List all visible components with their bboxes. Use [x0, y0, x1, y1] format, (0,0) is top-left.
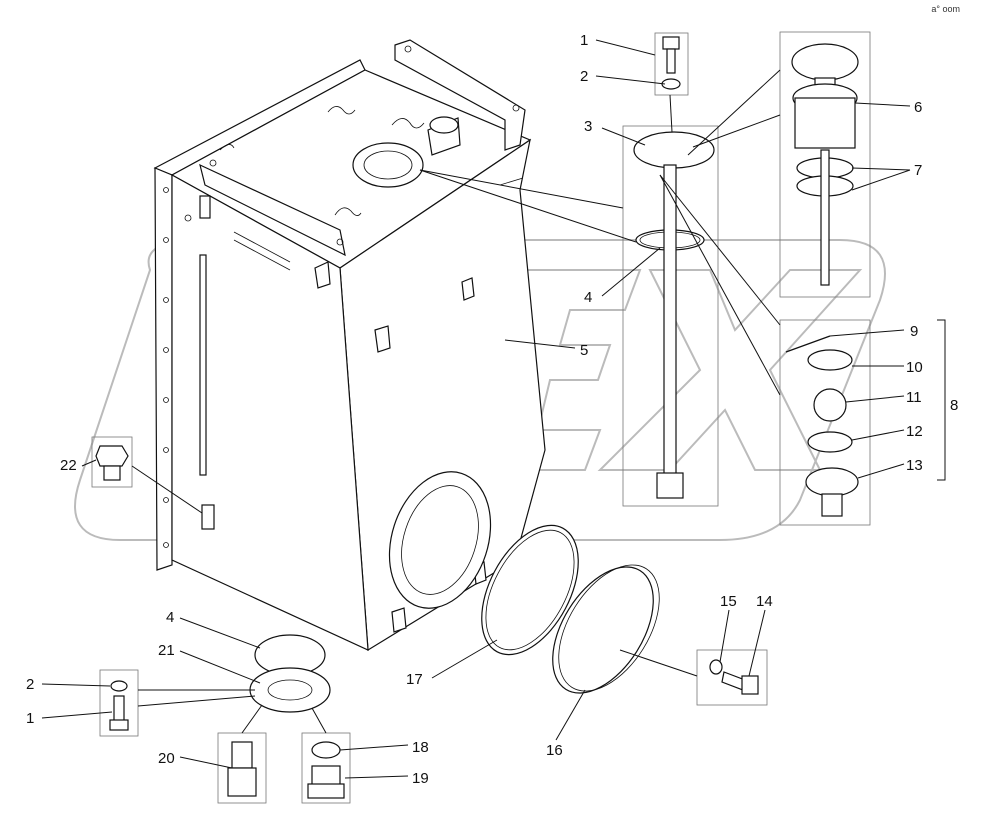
pin-9 — [785, 335, 831, 353]
cover-gasket-17 — [481, 524, 579, 656]
callout-21: 21 — [158, 642, 175, 659]
mesh-11 — [813, 388, 847, 422]
sensor-tube — [663, 164, 677, 476]
callout-4-top: 4 — [584, 289, 592, 306]
callout-16: 16 — [546, 742, 563, 759]
callout-18: 18 — [412, 739, 429, 756]
callout-2-top: 2 — [580, 68, 588, 85]
callout-14: 14 — [756, 593, 773, 610]
fuel-tank-body — [153, 39, 546, 652]
cover-plate-16 — [552, 564, 660, 694]
callout-12: 12 — [906, 423, 923, 440]
corner-watermark-text: a° oom — [931, 4, 960, 14]
callout-11: 11 — [906, 389, 922, 406]
callout-3: 3 — [584, 118, 592, 135]
sensor-flange-3 — [633, 131, 715, 169]
callout-4-bottom: 4 — [166, 609, 174, 626]
callout-17: 17 — [406, 671, 423, 688]
plate-12 — [807, 431, 853, 453]
strainer-box-8 — [779, 319, 871, 526]
callout-2-bottom: 2 — [26, 676, 34, 693]
callout-22: 22 — [60, 457, 77, 474]
sensor-box-3 — [622, 125, 719, 507]
filler-box-6 — [779, 31, 871, 298]
callout-9: 9 — [910, 323, 918, 340]
ring-10 — [807, 349, 853, 371]
callout-7: 7 — [914, 162, 922, 179]
callout-19: 19 — [412, 770, 429, 787]
group-8-bracket — [937, 319, 946, 481]
callout-15: 15 — [720, 593, 737, 610]
callout-13: 13 — [906, 457, 923, 474]
leader-lines — [41, 39, 911, 779]
bolt-box-bottom — [99, 669, 139, 737]
lower-cover-21 — [249, 634, 331, 713]
callout-10: 10 — [906, 359, 923, 376]
filler-cap — [791, 43, 859, 81]
callout-1-top: 1 — [580, 32, 588, 49]
bolt-box-top — [654, 32, 689, 96]
callout-20: 20 — [158, 750, 175, 767]
flange-bolt-holes — [163, 187, 169, 548]
bolt-box-14-15 — [696, 649, 768, 706]
housing-13 — [805, 467, 859, 497]
callout-1-bottom: 1 — [26, 710, 34, 727]
callout-5: 5 — [580, 342, 588, 359]
callout-8: 8 — [950, 397, 958, 414]
callout-6: 6 — [914, 99, 922, 116]
